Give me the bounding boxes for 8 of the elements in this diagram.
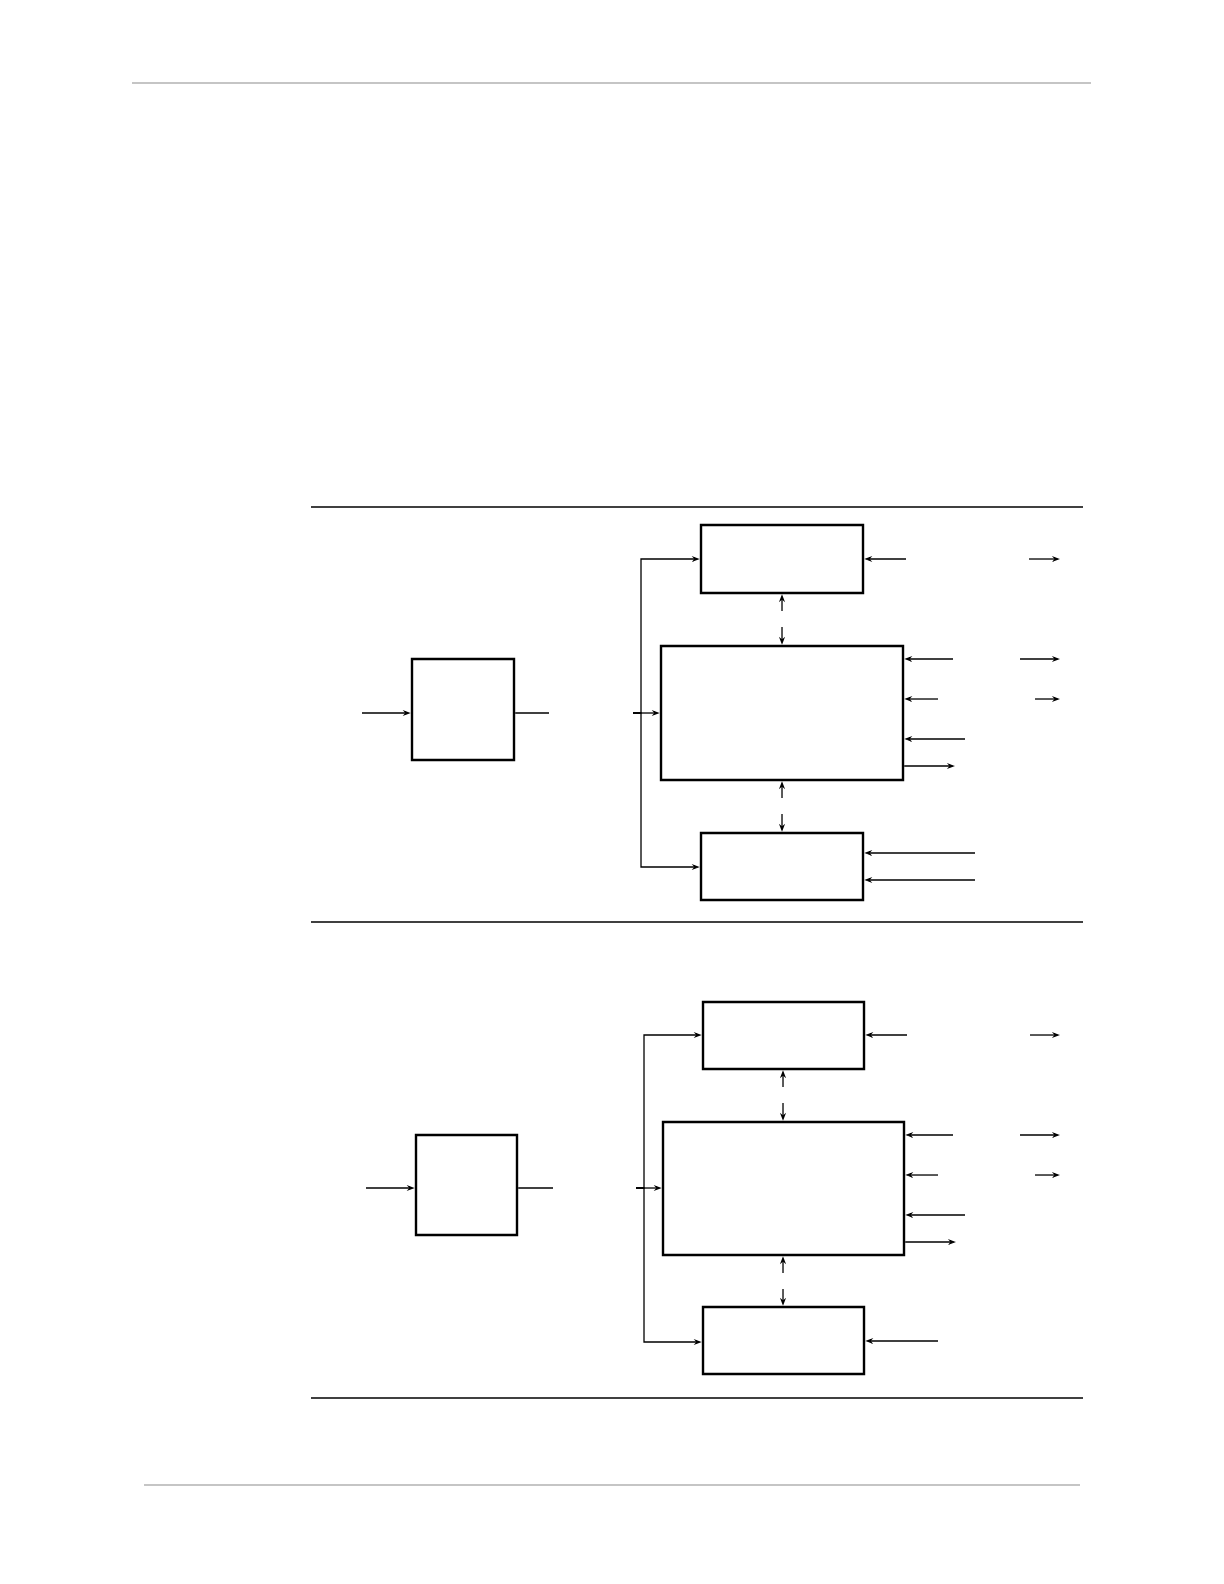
block-box [699,523,865,595]
block-box [410,657,516,762]
block-box [661,1120,906,1257]
block-box [701,1305,866,1376]
block-box [701,1000,866,1071]
block-box [414,1133,519,1237]
block-box [699,831,865,902]
block-box [659,644,905,782]
